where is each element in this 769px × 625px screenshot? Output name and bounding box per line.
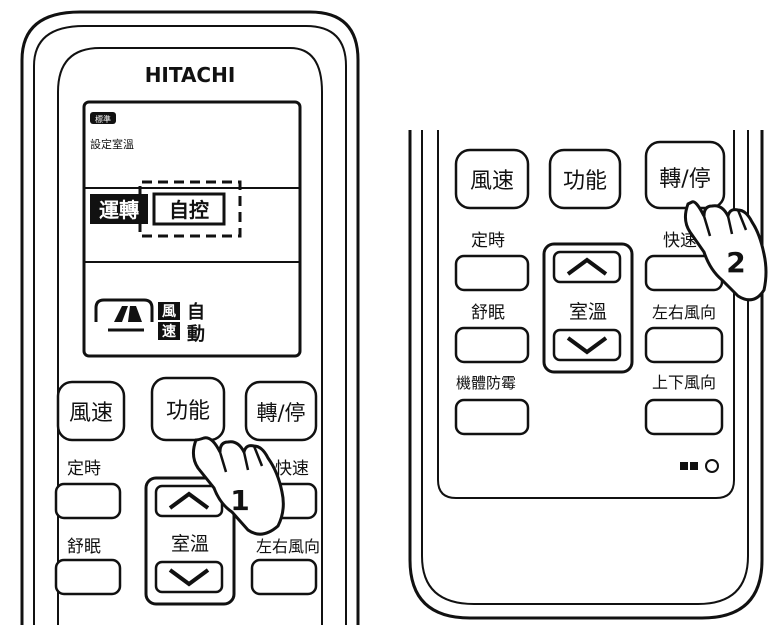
air-flow-icon xyxy=(94,298,154,332)
step-1-number: 1 xyxy=(230,484,249,517)
up-arrow-icon xyxy=(168,491,210,510)
temp-up-button[interactable] xyxy=(552,250,622,284)
run-stop-button[interactable]: 轉/停 xyxy=(244,380,318,442)
indicator-square-icon xyxy=(680,462,688,470)
timer-button[interactable] xyxy=(54,482,122,520)
lcd-screen: 標準 設定室溫 運轉 自控 風 速 自 動 xyxy=(82,100,302,358)
auto-mode-indicator xyxy=(152,192,226,226)
svg-text:風速: 風速 xyxy=(69,401,113,426)
svg-text:風速: 風速 xyxy=(470,169,514,194)
fan-auto-top: 自 xyxy=(187,301,205,323)
fan-label-bottom-box xyxy=(158,322,180,340)
left-remote: HITACHI 標準 設定室溫 運轉 自控 風 xyxy=(20,10,360,625)
down-arrow-icon xyxy=(168,568,210,587)
pointing-hand-icon xyxy=(683,200,768,302)
lr-swing-label: 左右風向 xyxy=(256,537,320,556)
running-text: 運轉 xyxy=(99,198,139,222)
fan-label-top-box xyxy=(158,302,180,320)
timer-label: 定時 xyxy=(471,231,505,251)
fan-auto-bottom: 動 xyxy=(187,323,205,345)
quick-label: 快速 xyxy=(663,231,697,251)
function-button[interactable]: 功能 xyxy=(548,148,622,210)
pointing-hand-icon xyxy=(191,436,285,536)
sleep-button[interactable] xyxy=(454,326,530,364)
anti-mold-button[interactable] xyxy=(454,398,530,436)
function-button[interactable]: 功能 xyxy=(150,376,226,442)
room-temp-label: 室溫 xyxy=(171,533,209,555)
run-stop-button[interactable]: 轉/停 xyxy=(644,140,726,210)
room-temp-label: 室溫 xyxy=(569,301,607,323)
sleep-button[interactable] xyxy=(54,558,122,596)
temp-up-button[interactable] xyxy=(154,484,224,518)
fan-speed-button[interactable]: 風速 xyxy=(454,148,530,210)
quick-label: 快速 xyxy=(275,459,309,479)
down-arrow-icon xyxy=(566,336,608,355)
room-temp-rocker: 室溫 xyxy=(542,242,634,374)
mode-badge xyxy=(90,112,116,124)
timer-button[interactable] xyxy=(454,254,530,292)
brand-logo: HITACHI xyxy=(145,63,236,87)
sleep-label: 舒眠 xyxy=(67,537,101,557)
right-remote: 風速 功能 轉/停 定時 快速 舒眠 左右風向 機體防霉 上下風向 xyxy=(408,130,768,620)
temp-down-button[interactable] xyxy=(154,560,224,594)
svg-text:轉/停: 轉/停 xyxy=(256,401,305,425)
mode-badge-text: 標準 xyxy=(95,114,111,124)
fan-speed-button[interactable]: 風速 xyxy=(56,380,126,442)
svg-text:功能: 功能 xyxy=(563,169,607,194)
svg-text:功能: 功能 xyxy=(166,399,210,424)
timer-label: 定時 xyxy=(67,459,101,479)
indicator-light-icon xyxy=(705,459,719,473)
sleep-label: 舒眠 xyxy=(471,303,505,323)
temp-down-button[interactable] xyxy=(552,328,622,362)
svg-text:轉/停: 轉/停 xyxy=(659,167,710,192)
set-temp-label: 設定室溫 xyxy=(90,137,134,151)
lr-swing-label: 左右風向 xyxy=(652,303,716,322)
lr-swing-button[interactable] xyxy=(250,558,318,596)
ud-swing-button[interactable] xyxy=(644,398,724,436)
auto-mode-text: 自控 xyxy=(169,198,209,222)
lr-swing-button[interactable] xyxy=(644,326,724,364)
step-2-number: 2 xyxy=(726,246,745,279)
ud-swing-label: 上下風向 xyxy=(652,373,716,392)
running-indicator xyxy=(90,194,148,224)
anti-mold-label: 機體防霉 xyxy=(456,374,516,392)
up-arrow-icon xyxy=(566,257,608,276)
fan-label-bottom: 速 xyxy=(162,323,176,340)
indicator-square-icon xyxy=(690,462,698,470)
fan-label-top: 風 xyxy=(162,304,176,320)
